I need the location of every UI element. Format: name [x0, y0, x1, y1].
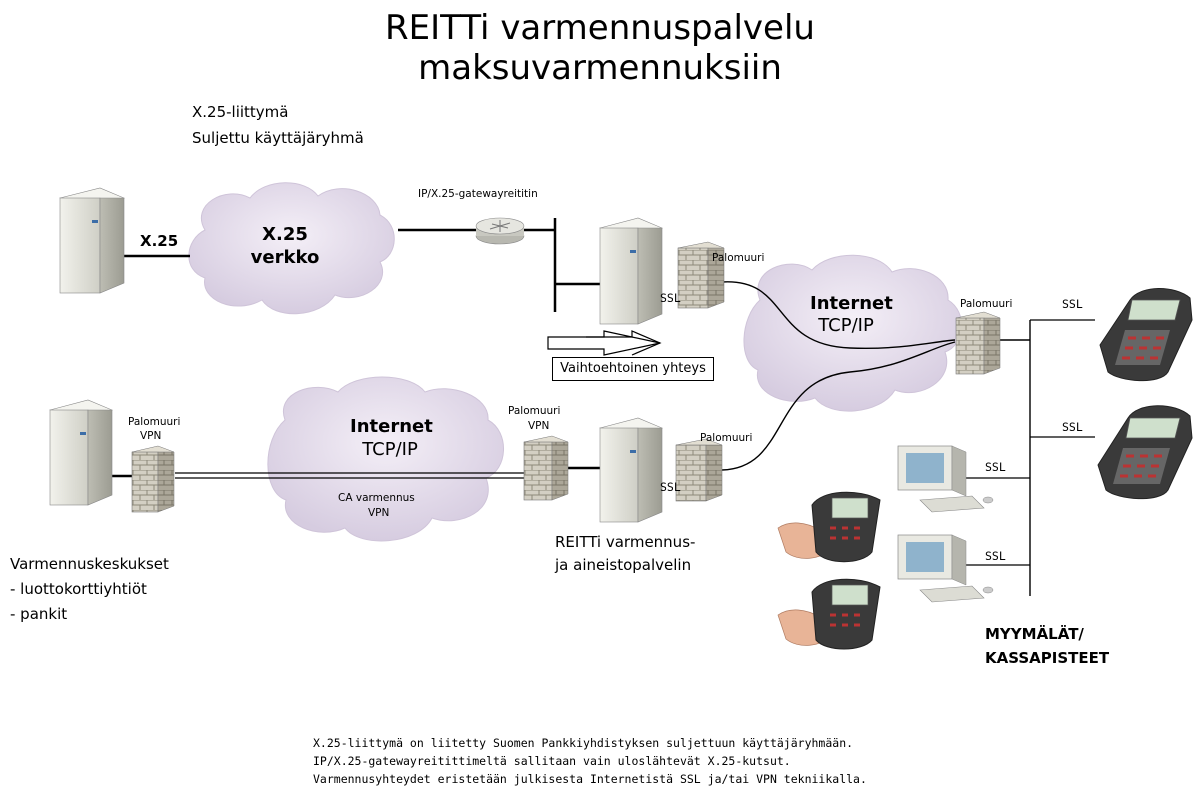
- footer-note-2: IP/X.25-gatewayreitittimeltä sallitaan v…: [313, 754, 791, 768]
- connection-lines: [112, 218, 1095, 596]
- server-left-centers: [49, 399, 113, 506]
- diagram-title: REITTi varmennuspalvelu maksuvarmennuksi…: [250, 8, 950, 88]
- reitti-server-label-2: ja aineistopalvelin: [555, 556, 692, 574]
- firewall-right: [955, 311, 1001, 375]
- firewall-top-label: Palomuuri: [712, 252, 765, 264]
- ssl-bottom-label: SSL: [660, 480, 681, 494]
- centers-label-3: - pankit: [10, 605, 68, 623]
- server-center-top: [599, 217, 663, 325]
- gateway-label: IP/X.25-gatewayreititin: [418, 188, 538, 200]
- firewall-vpn-center: [523, 435, 569, 501]
- centers-label-1: Varmennuskeskukset: [10, 555, 169, 573]
- server-reitti: [599, 417, 663, 523]
- firewall-vpn-center-label-1: Palomuuri: [508, 405, 561, 417]
- server-x25-left: [59, 187, 125, 294]
- ssl-pc-2-label: SSL: [985, 549, 1006, 563]
- ca-verification-label: CA varmennus: [338, 492, 415, 504]
- alt-connection-label: Vaihtoehtoinen yhteys: [552, 357, 714, 381]
- payment-terminal-icon: [1097, 405, 1193, 500]
- ssl-terminal-2-label: SSL: [1062, 420, 1083, 434]
- firewall-top: [677, 241, 725, 309]
- firewall-bottom: [675, 438, 723, 502]
- firewall-vpn-left-label-1: Palomuuri: [128, 416, 181, 428]
- x25-cloud-sub: verkko: [250, 247, 320, 268]
- firewall-vpn-left: [131, 445, 175, 513]
- centers-label-2: - luottokorttiyhtiöt: [10, 580, 147, 598]
- shops-label-1: MYYMÄLÄT/: [985, 625, 1084, 643]
- x25-cloud: [188, 182, 395, 315]
- firewall-right-label: Palomuuri: [960, 298, 1013, 310]
- ssl-pc-1-label: SSL: [985, 460, 1006, 474]
- pc-workstation-icon: [897, 445, 994, 513]
- x25-group-label-1: X.25-liittymä: [192, 103, 289, 121]
- footer-note-1: X.25-liittymä on liitetty Suomen Pankkiy…: [313, 736, 854, 750]
- card-terminal-hand-icon: [777, 578, 881, 650]
- internet-right-title: Internet: [810, 293, 893, 314]
- x25-cloud-title: X.25: [262, 224, 308, 245]
- internet-cloud-right: [743, 254, 963, 412]
- shops-label-2: KASSAPISTEET: [985, 649, 1110, 667]
- card-terminal-hand-icon: [777, 491, 881, 563]
- firewall-vpn-center-label-2: VPN: [528, 420, 550, 432]
- title-line-1: REITTi varmennuspalvelu: [385, 8, 815, 48]
- payment-terminal-icon: [1099, 288, 1193, 382]
- ssl-terminal-1-label: SSL: [1062, 297, 1083, 311]
- ssl-top-label: SSL: [660, 291, 681, 305]
- x25-group-label-2: Suljettu käyttäjäryhmä: [192, 129, 364, 147]
- router-icon: [475, 217, 525, 245]
- alt-connection-arrows: [547, 330, 662, 356]
- title-line-2: maksuvarmennuksiin: [418, 48, 782, 89]
- ca-vpn-label: VPN: [368, 507, 390, 519]
- pc-workstation-icon: [897, 534, 994, 603]
- firewall-bottom-label: Palomuuri: [700, 432, 753, 444]
- internet-left-title: Internet: [350, 416, 433, 437]
- reitti-server-label-1: REITTi varmennus-: [555, 533, 696, 551]
- x25-link-label: X.25: [140, 232, 179, 250]
- firewall-vpn-left-label-2: VPN: [140, 430, 162, 442]
- internet-right-sub: TCP/IP: [818, 315, 874, 336]
- internet-left-sub: TCP/IP: [362, 439, 418, 460]
- footer-note-3: Varmennusyhteydet eristetään julkisesta …: [313, 772, 867, 786]
